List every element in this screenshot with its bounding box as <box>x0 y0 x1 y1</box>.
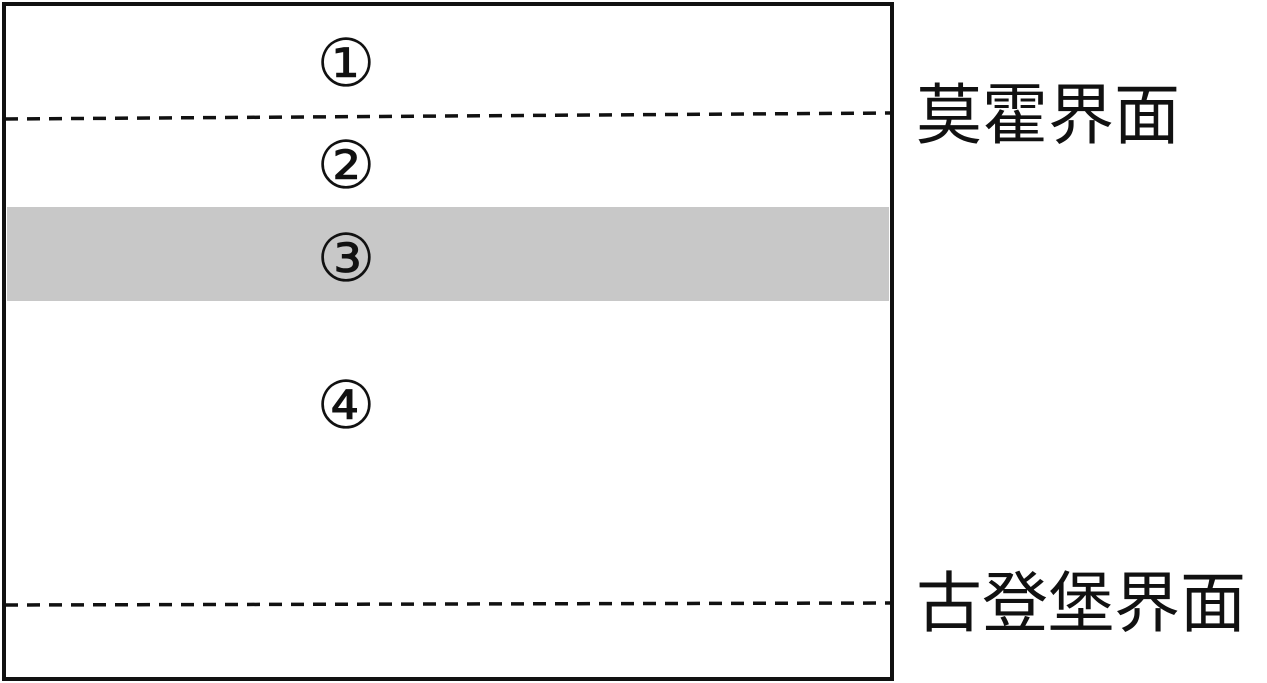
layer-label-1: ① <box>316 25 376 102</box>
gutenberg-interface-label: 古登堡界面 <box>916 565 1246 642</box>
moho-interface-line <box>4 111 892 121</box>
gutenberg-interface-line <box>4 601 892 607</box>
layer-label-4: ④ <box>316 367 376 444</box>
layer-label-3: ③ <box>316 220 376 297</box>
diagram-frame <box>2 2 894 681</box>
moho-interface-label: 莫霍界面 <box>916 77 1180 154</box>
shaded-layer-band <box>7 207 889 301</box>
layer-label-2: ② <box>316 127 376 204</box>
